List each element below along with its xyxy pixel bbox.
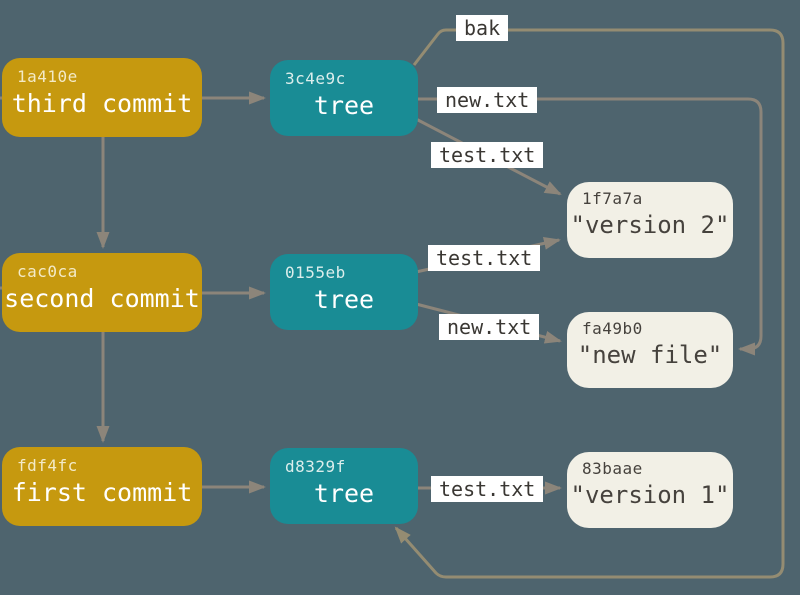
tree-hash: 3c4e9c — [285, 69, 346, 88]
tree-node-3c4e9c: 3c4e9c tree — [270, 60, 418, 136]
edge-tree3-newtxt-to-blob-newfile — [416, 97, 763, 356]
commit-label: first commit — [11, 478, 193, 507]
blob-node-version2: 1f7a7a "version 2" — [567, 182, 733, 258]
tree-node-d8329f: d8329f tree — [270, 448, 418, 524]
blob-hash: 83baae — [582, 459, 643, 478]
edge-label-new-txt-top: new.txt — [437, 87, 538, 113]
blob-hash: 1f7a7a — [582, 189, 643, 208]
edge-label-bak: bak — [456, 15, 509, 41]
tree-hash: 0155eb — [285, 263, 346, 282]
commit-hash: fdf4fc — [17, 456, 78, 475]
edge-label-new-txt-mid: new.txt — [439, 314, 540, 340]
tree-hash: d8329f — [285, 457, 346, 476]
blob-hash: fa49b0 — [582, 319, 643, 338]
commit-hash: cac0ca — [17, 262, 78, 281]
edge-label-test-txt-mid: test.txt — [428, 245, 541, 271]
edge-label-test-txt-top: test.txt — [431, 142, 544, 168]
commit-label: second commit — [4, 284, 200, 313]
edge-bak-tree3-to-tree1 — [394, 28, 785, 579]
commit-node-second: cac0ca second commit — [2, 253, 202, 332]
tree-label: tree — [313, 479, 375, 508]
tree-node-0155eb: 0155eb tree — [270, 254, 418, 330]
commit-hash: 1a410e — [17, 67, 78, 86]
blob-node-version1: 83baae "version 1" — [567, 452, 733, 528]
tree-label: tree — [313, 91, 375, 120]
blob-node-newfile: fa49b0 "new file" — [567, 312, 733, 388]
blob-label: "new file" — [577, 341, 723, 369]
blob-label: "version 2" — [570, 211, 730, 239]
blob-label: "version 1" — [570, 481, 730, 509]
commit-node-first: fdf4fc first commit — [2, 447, 202, 526]
commit-node-third: 1a410e third commit — [2, 58, 202, 137]
edge-label-test-txt-bottom: test.txt — [431, 476, 544, 502]
tree-label: tree — [313, 285, 375, 314]
commit-label: third commit — [11, 89, 193, 118]
